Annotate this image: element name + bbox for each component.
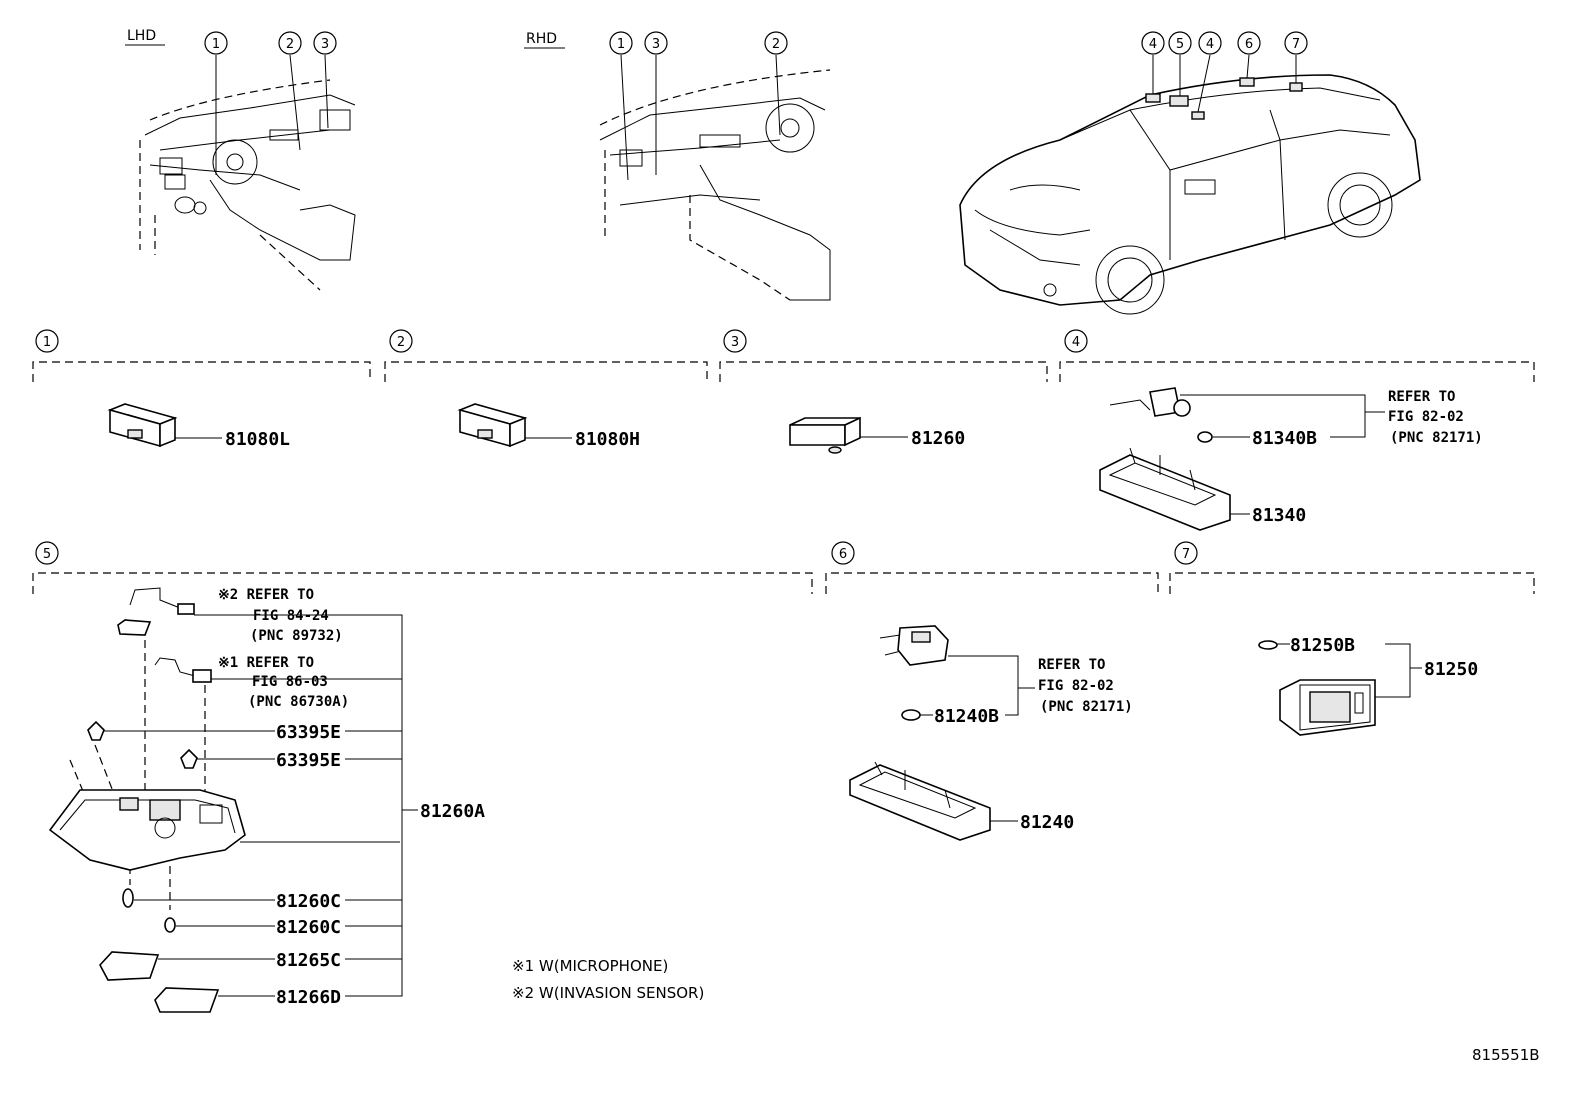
section-5-number: 5 bbox=[43, 547, 51, 562]
lhd-callout-2: 2 bbox=[278, 31, 302, 55]
svg-text:3: 3 bbox=[321, 37, 329, 52]
section-7-number: 7 bbox=[1182, 547, 1190, 562]
part-label-81340: 81340 bbox=[1252, 505, 1306, 526]
part-81080L-switch bbox=[107, 403, 178, 448]
part-81260C-bulb-a bbox=[122, 888, 134, 908]
part-label-81260A: 81260A bbox=[420, 801, 485, 822]
section-1: 1 81080L bbox=[32, 329, 371, 450]
rhd-label: RHD bbox=[526, 31, 557, 47]
svg-text:4: 4 bbox=[1149, 37, 1157, 52]
svg-text:3: 3 bbox=[652, 37, 660, 52]
rhd-callout-2: 2 bbox=[764, 31, 788, 55]
refer-a-line-3: (PNC 89732) bbox=[250, 628, 343, 644]
refer-b-line-3: (PNC 86730A) bbox=[248, 694, 349, 710]
part-81240B-bulb bbox=[901, 709, 921, 721]
section-4: 4 81340B REFER TO FIG 82-02 (PNC 82171) … bbox=[1059, 329, 1535, 531]
part-81260A-console bbox=[48, 789, 246, 871]
svg-text:2: 2 bbox=[772, 37, 780, 52]
part-81260C-bulb-b bbox=[164, 917, 176, 933]
car-view: 4 5 4 6 7 bbox=[959, 31, 1421, 315]
part-microphone-wire bbox=[154, 657, 212, 683]
part-socket-wire bbox=[1109, 387, 1191, 417]
svg-text:2: 2 bbox=[286, 37, 294, 52]
section-4-number: 4 bbox=[1072, 335, 1080, 350]
section-5: 5 ※2 REFER TO FIG 84-24 (PNC 89732) ※1 R… bbox=[32, 541, 813, 1013]
part-81240-lamp-housing bbox=[849, 761, 991, 841]
part-socket-wire-6 bbox=[879, 625, 949, 666]
car-callout-5: 5 bbox=[1168, 31, 1192, 55]
section-3-number: 3 bbox=[731, 335, 739, 350]
part-label-81260C-b: 81260C bbox=[276, 917, 341, 938]
part-label-81250B: 81250B bbox=[1290, 635, 1355, 656]
part-label-63395E-a: 63395E bbox=[276, 722, 341, 743]
refer-a-line-1: ※2 REFER TO bbox=[218, 587, 314, 603]
car-callout-6: 6 bbox=[1237, 31, 1261, 55]
section-4-refer-line-1: REFER TO bbox=[1388, 389, 1455, 405]
svg-text:4: 4 bbox=[1206, 37, 1214, 52]
car-callout-4a: 4 bbox=[1141, 31, 1165, 55]
section-4-refer-line-3: (PNC 82171) bbox=[1390, 430, 1483, 446]
part-63395E-clip-a bbox=[87, 720, 105, 741]
svg-text:6: 6 bbox=[1245, 37, 1253, 52]
lhd-callout-1: 1 bbox=[204, 31, 228, 55]
section-1-number: 1 bbox=[43, 335, 51, 350]
svg-text:5: 5 bbox=[1176, 37, 1184, 52]
car-callout-7: 7 bbox=[1284, 31, 1308, 55]
section-6-refer-line-2: FIG 82-02 bbox=[1038, 678, 1114, 694]
refer-a-line-2: FIG 84-24 bbox=[253, 608, 329, 624]
lhd-callout-3: 3 bbox=[313, 31, 337, 55]
lhd-view: LHD 1 2 3 bbox=[125, 28, 356, 291]
svg-text:1: 1 bbox=[212, 37, 220, 52]
section-2: 2 81080H bbox=[384, 329, 708, 450]
part-81340-lamp-housing bbox=[1099, 447, 1231, 531]
part-label-81240B: 81240B bbox=[934, 706, 999, 727]
section-6-refer-line-3: (PNC 82171) bbox=[1040, 699, 1133, 715]
diagram-code: 815551B bbox=[1472, 1046, 1540, 1064]
refer-b-line-1: ※1 REFER TO bbox=[218, 655, 314, 671]
part-label-81080H: 81080H bbox=[575, 429, 640, 450]
part-63395E-clip-b bbox=[180, 748, 198, 769]
section-7: 7 81250B 81250 bbox=[1169, 541, 1535, 736]
section-6-refer-line-1: REFER TO bbox=[1038, 657, 1105, 673]
part-label-81266D: 81266D bbox=[276, 987, 341, 1008]
part-81080H-switch bbox=[457, 403, 528, 448]
rhd-callout-3: 3 bbox=[644, 31, 668, 55]
svg-text:7: 7 bbox=[1292, 37, 1300, 52]
rhd-callout-1: 1 bbox=[609, 31, 633, 55]
section-3: 3 81260 bbox=[719, 329, 1048, 454]
part-label-81250: 81250 bbox=[1424, 659, 1478, 680]
part-81266D-cover bbox=[154, 987, 220, 1013]
part-label-81080L: 81080L bbox=[225, 429, 290, 450]
note-invasion-sensor: ※2 W(INVASION SENSOR) bbox=[512, 984, 704, 1002]
part-label-81240: 81240 bbox=[1020, 812, 1074, 833]
lhd-label: LHD bbox=[127, 28, 156, 44]
svg-text:1: 1 bbox=[617, 37, 625, 52]
section-6-number: 6 bbox=[839, 547, 847, 562]
section-4-refer-line-2: FIG 82-02 bbox=[1388, 409, 1464, 425]
part-label-63395E-b: 63395E bbox=[276, 750, 341, 771]
part-81250-lamp bbox=[1279, 679, 1376, 736]
note-microphone: ※1 W(MICROPHONE) bbox=[512, 957, 668, 975]
part-81265C-cover bbox=[99, 951, 160, 981]
part-label-81340B: 81340B bbox=[1252, 428, 1317, 449]
part-label-81260: 81260 bbox=[911, 428, 965, 449]
refer-b-line-2: FIG 86-03 bbox=[252, 674, 328, 690]
part-81340B-bulb bbox=[1197, 431, 1213, 443]
section-6: 6 81240B REFER TO FIG 82-02 (PNC 82171) … bbox=[825, 541, 1159, 841]
part-label-81260C-a: 81260C bbox=[276, 891, 341, 912]
part-81250B-bulb bbox=[1258, 640, 1278, 650]
part-label-81265C: 81265C bbox=[276, 950, 341, 971]
car-callout-4b: 4 bbox=[1198, 31, 1222, 55]
part-invasion-sensor-wire bbox=[117, 587, 195, 636]
section-2-number: 2 bbox=[397, 335, 405, 350]
rhd-view: RHD 1 3 2 bbox=[524, 31, 831, 301]
part-81260-lamp bbox=[789, 416, 861, 454]
